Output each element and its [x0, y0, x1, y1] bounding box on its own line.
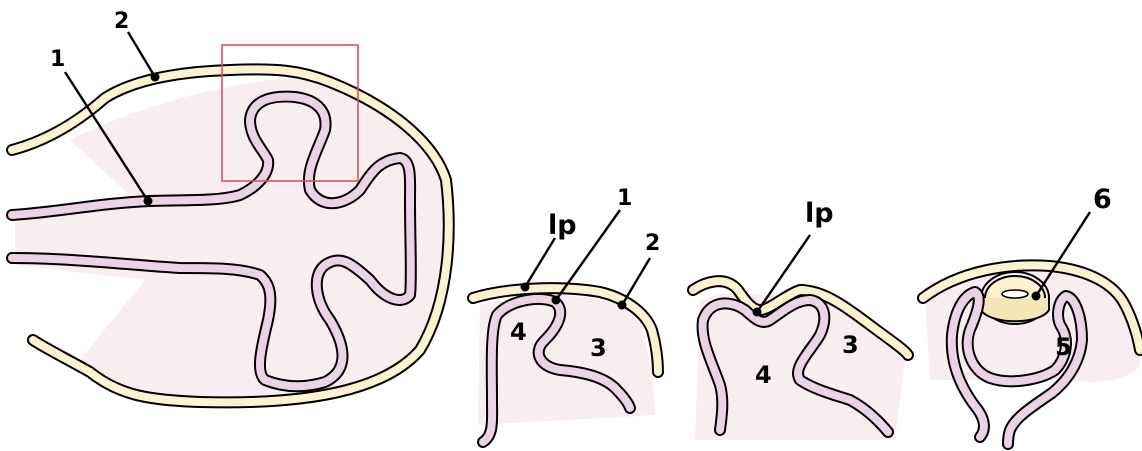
label-region-4-b: 4 [755, 361, 772, 389]
zoom-highlight-box [221, 44, 359, 182]
endoderm-tube-2 [477, 292, 636, 448]
pin-layer-2-b [617, 300, 627, 310]
label-layer-2: 2 [114, 9, 129, 34]
leader-lp-2 [756, 234, 811, 313]
label-lp-1: lp [548, 210, 577, 241]
pin-layer-1-b [551, 295, 561, 305]
endoderm-tube-1 [6, 90, 417, 393]
label-region-5: 5 [1055, 333, 1072, 361]
panel-stage-1: lp 1 2 4 3 [467, 186, 664, 448]
ectoderm-band-2 [467, 282, 664, 378]
label-lp-2: lp [805, 198, 834, 229]
ectoderm-band-4 [917, 259, 1142, 356]
mesenchyme-region-2 [478, 295, 655, 425]
endoderm-tube-3 [696, 294, 894, 438]
label-layer-1: 1 [50, 47, 65, 72]
pin-lp-2 [752, 307, 762, 317]
label-layer-2-b: 2 [645, 231, 660, 256]
leader-structure-6 [1034, 211, 1092, 297]
label-layer-1-b: 1 [617, 186, 632, 211]
panel-stage-3: 6 5 [917, 184, 1142, 450]
leader-layer-1-b [555, 209, 621, 301]
leader-layer-2-b [620, 257, 652, 306]
label-region-3-a: 3 [590, 334, 607, 362]
pin-layer-2 [150, 72, 160, 82]
pin-structure-6 [1031, 291, 1041, 301]
pin-lp-1 [520, 282, 530, 292]
label-region-4-a: 4 [510, 318, 527, 346]
label-region-3-b: 3 [842, 331, 859, 359]
lens-vesicle [980, 271, 1050, 325]
label-structure-6: 6 [1093, 184, 1112, 215]
panel-overview: 2 1 [6, 9, 455, 409]
mesenchyme-region-1 [15, 78, 447, 403]
optic-cup [945, 286, 1088, 450]
ectoderm-band-1 [6, 63, 455, 409]
leader-layer-1 [63, 71, 150, 202]
panel-stage-2: lp 4 3 [687, 198, 914, 440]
ectoderm-band-3 [687, 275, 914, 361]
leader-layer-2 [126, 31, 157, 78]
leader-lp-1 [523, 237, 557, 288]
pin-layer-1 [143, 196, 153, 206]
